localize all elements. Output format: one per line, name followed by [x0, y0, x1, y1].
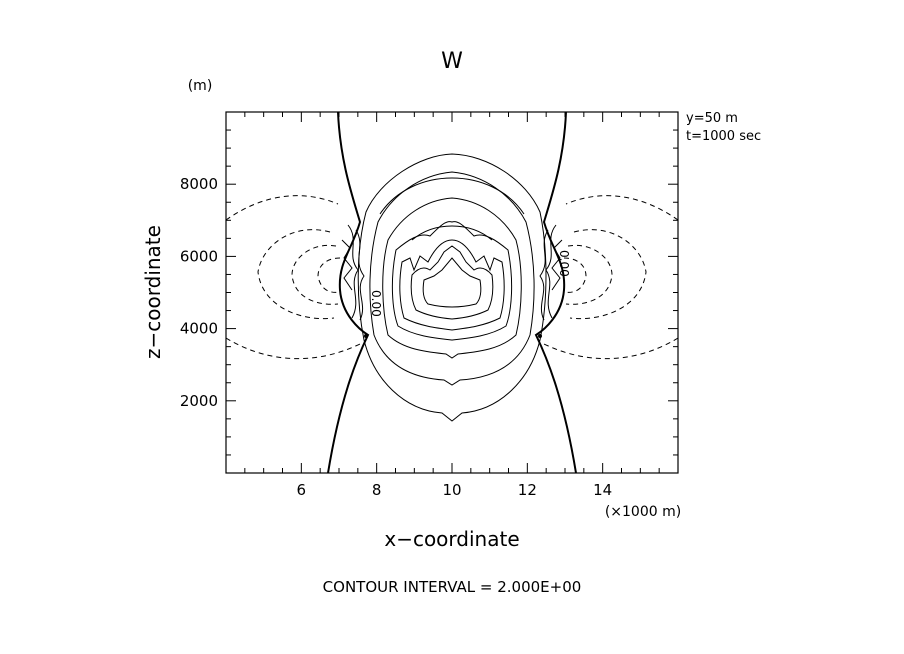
edge-contour-left-2 — [355, 229, 365, 321]
contour-dot-left — [364, 334, 368, 338]
x-axis-title: x−coordinate — [384, 527, 519, 551]
x-tick-label: 8 — [372, 481, 382, 499]
updraft-contour-4 — [391, 221, 513, 341]
downdraft-contours-right — [543, 195, 678, 360]
x-tick-label: 6 — [297, 481, 307, 499]
updraft-contour-6 — [410, 245, 494, 320]
updraft-contour-1 — [357, 153, 547, 422]
edge-contour-left-3 — [341, 239, 353, 291]
updraft-contour-2 — [369, 171, 535, 386]
chart-title: W — [441, 49, 463, 74]
y-tick-label: 8000 — [180, 175, 218, 193]
plot-frame — [225, 111, 679, 474]
dome-contour-1 — [379, 177, 525, 215]
info-line-position: y=50 m — [686, 111, 738, 126]
edge-contour-right-3 — [551, 239, 563, 291]
contour-interval-footer: CONTOUR INTERVAL = 2.000E+00 — [323, 578, 582, 596]
x-tick-label: 12 — [518, 481, 537, 499]
y-tick-label: 2000 — [180, 392, 218, 410]
contour-label-right: 0.00 — [557, 250, 571, 277]
y-tick-label: 4000 — [180, 320, 218, 338]
contour-label-left: 0.00 — [369, 290, 383, 317]
y-tick-label: 6000 — [180, 247, 218, 265]
edge-contour-left-1 — [347, 224, 359, 319]
plot-area: 0.00 0.00 — [225, 111, 679, 474]
updraft-contour-5 — [399, 239, 505, 331]
zero-contour-right — [534, 112, 577, 473]
y-unit-label: (m) — [188, 78, 213, 94]
downdraft-contours-left — [226, 195, 361, 360]
y-axis-title: z−coordinate — [141, 225, 165, 359]
info-line-time: t=1000 sec — [686, 129, 761, 144]
x-unit-label: (×1000 m) — [605, 504, 681, 520]
contour-dot-right — [538, 334, 542, 338]
x-tick-label: 10 — [442, 481, 461, 499]
contour-lines — [226, 112, 678, 473]
edge-contour-right-1 — [545, 224, 557, 319]
zero-contour-left — [327, 112, 370, 473]
y-axis: 2000 4000 6000 8000 — [180, 111, 678, 474]
dome-contour-2 — [411, 225, 493, 241]
x-tick-label: 14 — [593, 481, 612, 499]
edge-contour-right-2 — [539, 229, 549, 321]
x-axis: 6 8 10 12 14 — [225, 112, 679, 499]
updraft-contour-3 — [382, 197, 522, 359]
updraft-contour-7 — [422, 257, 482, 308]
